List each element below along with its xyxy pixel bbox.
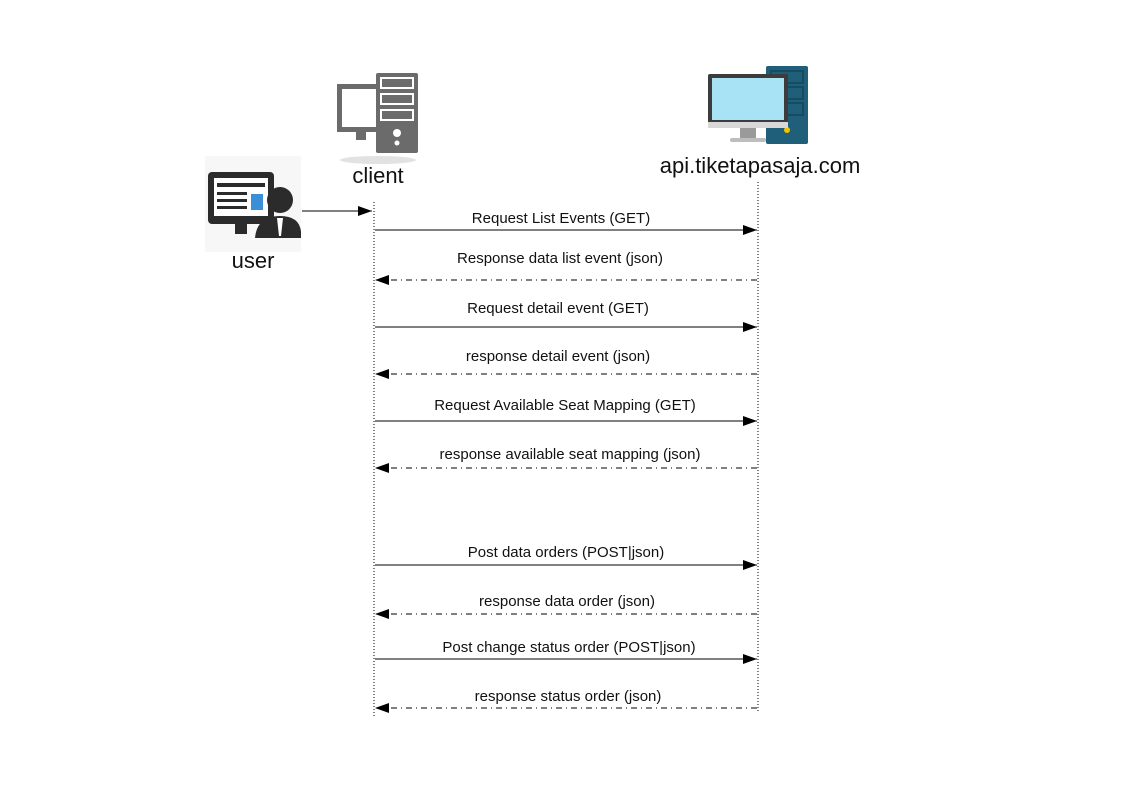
server-computer-icon [708, 66, 808, 144]
server-actor [706, 64, 810, 146]
message-label: Request List Events (GET) [471, 210, 651, 227]
message-label: Response data list event (json) [457, 250, 663, 267]
message-label: response available seat mapping (json) [439, 446, 701, 463]
message-label: Post change status order (POST|json) [442, 639, 696, 656]
client-label: client [352, 163, 404, 188]
message-label: response detail event (json) [465, 348, 651, 365]
server-label: api.tiketapasaja.com [659, 153, 861, 178]
desktop-computer-icon [337, 73, 418, 164]
client-actor [334, 70, 420, 166]
message-label: Request Available Seat Mapping (GET) [434, 397, 696, 414]
message-label: Post data orders (POST|json) [467, 544, 665, 561]
user-actor [205, 156, 302, 252]
user-label: user [231, 248, 275, 273]
message-label: Request detail event (GET) [467, 300, 649, 317]
message-label: response data order (json) [479, 593, 655, 610]
message-label: response status order (json) [474, 688, 662, 705]
user-at-computer-icon [205, 156, 302, 252]
